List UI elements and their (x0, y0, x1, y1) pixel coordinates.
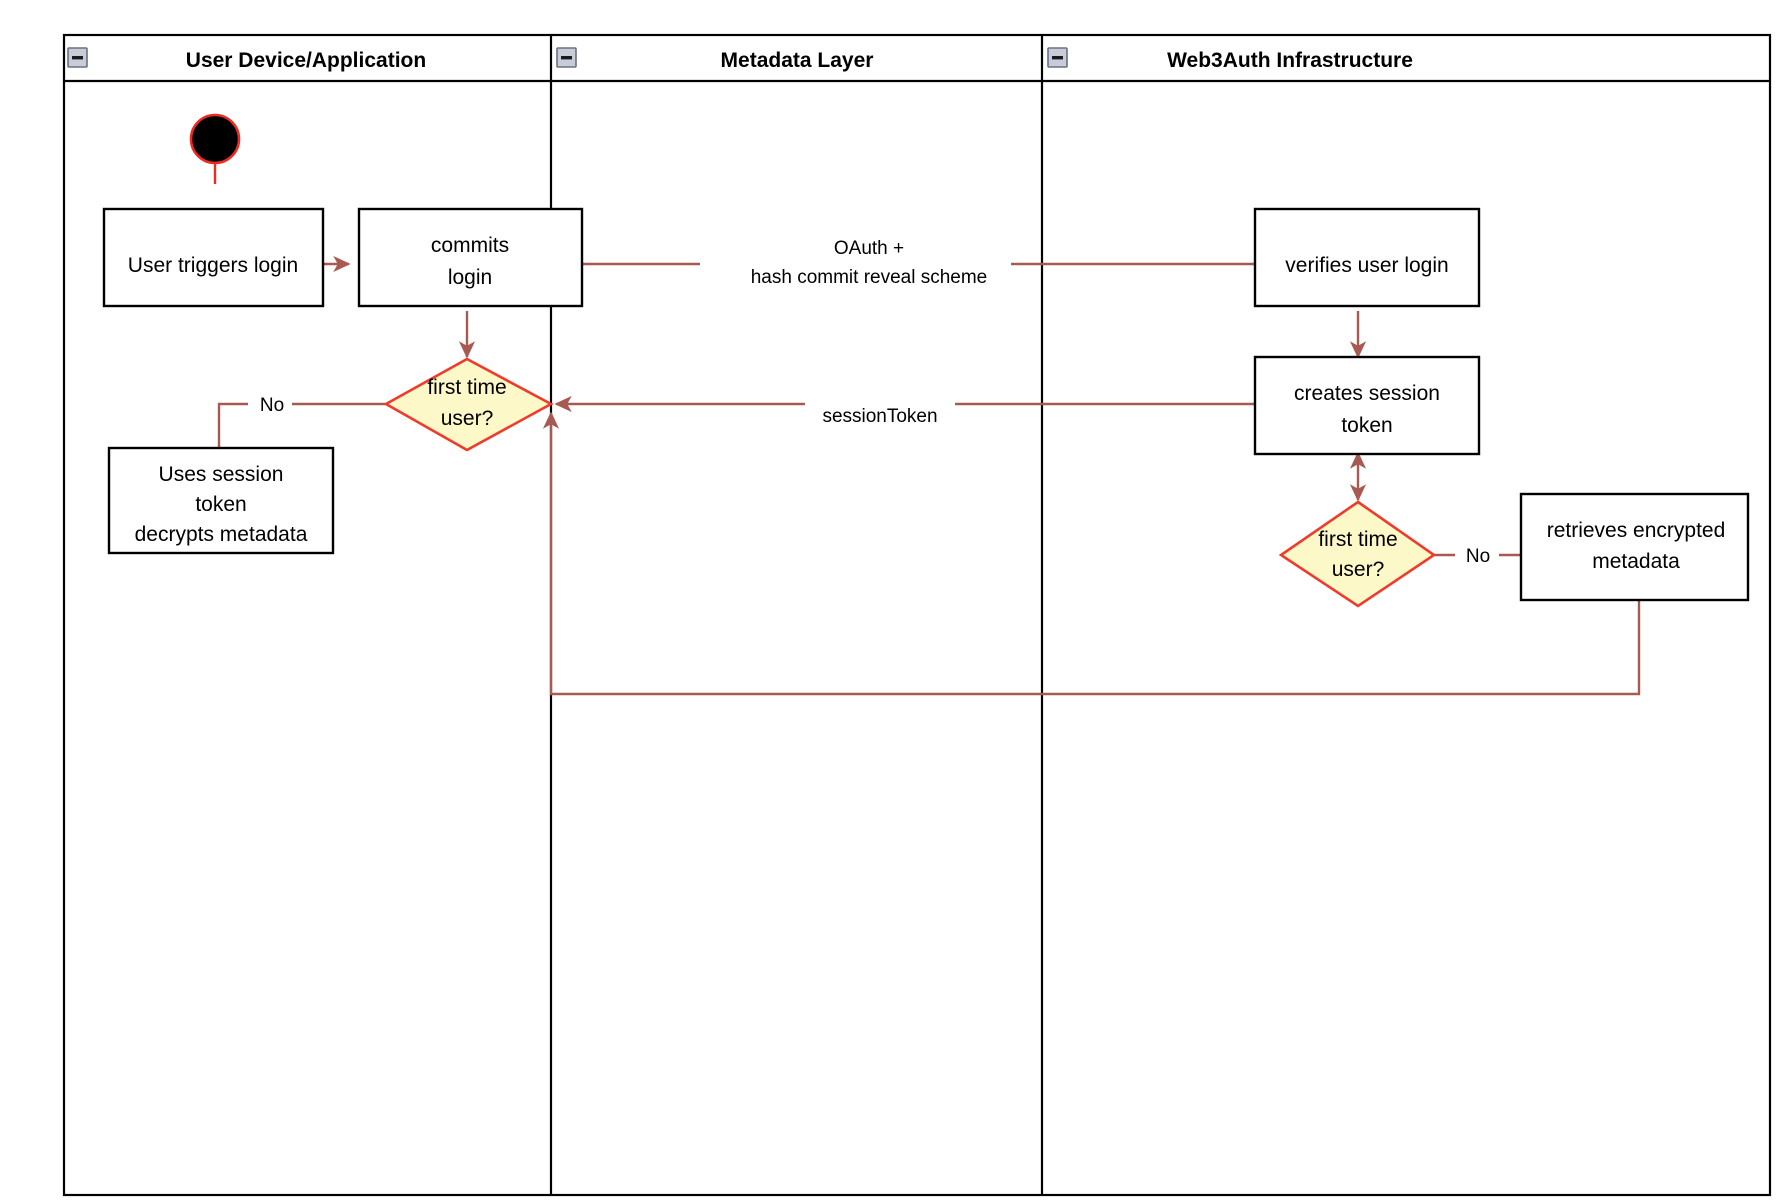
lane-header-user[interactable]: User Device/Application (67, 47, 426, 72)
swimlane-outer-border (62, 33, 1772, 1197)
node-label-creates-session-line1: creates session (1294, 382, 1440, 405)
node-label-retrieves-line1: retrieves encrypted (1547, 519, 1726, 542)
lane-title-user: User Device/Application (186, 49, 426, 72)
node-decision-first-time-user-left[interactable]: first time user? (383, 357, 554, 452)
edge-label-no-right: No (1466, 546, 1490, 567)
lane-title-web3auth: Web3Auth Infrastructure (1167, 49, 1413, 72)
edge-label-session-token-backdrop (805, 391, 955, 417)
node-label-uses-session-line1: Uses session (159, 463, 284, 486)
node-label-decision-right-line1: first time (1318, 528, 1397, 551)
edge-decision-left-no-to-uses-session (217, 402, 386, 448)
collapse-icon-lane-user[interactable] (67, 47, 88, 68)
edge-label-no-left: No (260, 395, 284, 416)
node-label-creates-session-line2: token (1341, 414, 1392, 437)
node-label-commits-login-line2: login (448, 266, 492, 289)
lane-header-metadata[interactable]: Metadata Layer (556, 47, 874, 72)
node-label-commits-login-line1: commits (431, 234, 509, 257)
node-initial-start[interactable] (189, 113, 241, 165)
collapse-icon-lane-metadata[interactable] (556, 47, 577, 68)
edge-label-no-right-backdrop (1455, 542, 1499, 568)
lane-title-metadata: Metadata Layer (721, 49, 874, 72)
node-creates-session-token[interactable]: creates session token (1253, 355, 1481, 456)
node-label-uses-session-line3: decrypts metadata (135, 523, 308, 546)
node-user-triggers-login[interactable]: User triggers login (102, 207, 325, 308)
node-label-user-triggers-login: User triggers login (128, 254, 298, 277)
edge-label-no-left-backdrop (248, 391, 292, 417)
node-decision-first-time-user-right[interactable]: first time user? (1278, 500, 1437, 608)
node-label-retrieves-line2: metadata (1592, 550, 1680, 573)
node-retrieves-encrypted-metadata[interactable]: retrieves encrypted metadata (1519, 492, 1750, 602)
lane-header-web3auth[interactable]: Web3Auth Infrastructure (1047, 47, 1413, 72)
edge-label-oauth-line1: OAuth + (834, 238, 904, 259)
node-commits-login[interactable]: commits login (357, 207, 584, 308)
collapse-icon-lane-web3auth[interactable] (1047, 47, 1068, 68)
node-label-decision-right-line2: user? (1332, 558, 1385, 581)
node-label-decision-left-line2: user? (441, 407, 494, 430)
edge-label-oauth-line2: hash commit reveal scheme (751, 267, 988, 288)
edge-label-session-token: sessionToken (822, 406, 937, 427)
node-label-uses-session-line2: token (195, 493, 246, 516)
node-verifies-user-login[interactable]: verifies user login (1253, 207, 1481, 308)
node-label-decision-left-line1: first time (427, 376, 506, 399)
edge-retrieves-feedback-to-decision-left (542, 411, 1641, 696)
node-label-verifies-user-login: verifies user login (1285, 254, 1448, 277)
node-uses-session-token[interactable]: Uses session token decrypts metadata (107, 446, 335, 555)
edge-label-oauth-backdrop (700, 237, 970, 291)
